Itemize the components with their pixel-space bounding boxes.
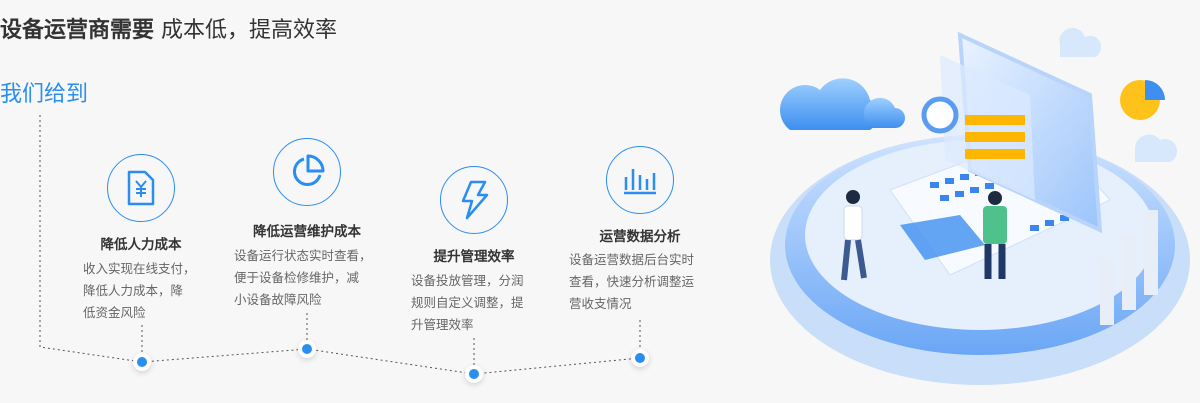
feature-icon-circle [107,154,175,222]
feature-icon-circle [273,138,341,206]
title-normal: 成本低，提高效率 [161,18,338,43]
laptop-illustration [770,27,1190,385]
lightning-icon [461,180,489,220]
timeline-dot [133,353,151,371]
page-title: 设备运营商需要 成本低，提高效率 [0,12,337,44]
subtitle: 我们给到 [0,82,89,107]
timeline-dot [298,340,316,358]
title-bold: 设备运营商需要 [0,18,155,43]
feature-icon-circle [606,146,674,214]
feature-title: 降低运营维护成本 [253,224,361,240]
timeline-dot [465,365,483,383]
feature-icon-circle [440,166,508,234]
timeline-dot [631,349,649,367]
yen-document-icon [127,170,155,206]
feature-title: 提升管理效率 [433,249,515,265]
feature-title: 运营数据分析 [599,229,681,245]
feature-description: 设备运营数据后台实时查看，快速分析调整运营收支情况 [569,252,695,311]
feature-description: 设备运行状态实时查看，便于设备检修维护，减小设备故障风险 [234,248,372,307]
pie-chart-icon [292,154,325,187]
bar-chart-icon [624,169,656,195]
feature-title: 降低人力成本 [100,237,182,253]
feature-description: 设备投放管理，分润规则自定义调整，提升管理效率 [411,273,524,332]
feature-description: 收入实现在线支付，降低人力成本，降低资金风险 [83,261,196,320]
